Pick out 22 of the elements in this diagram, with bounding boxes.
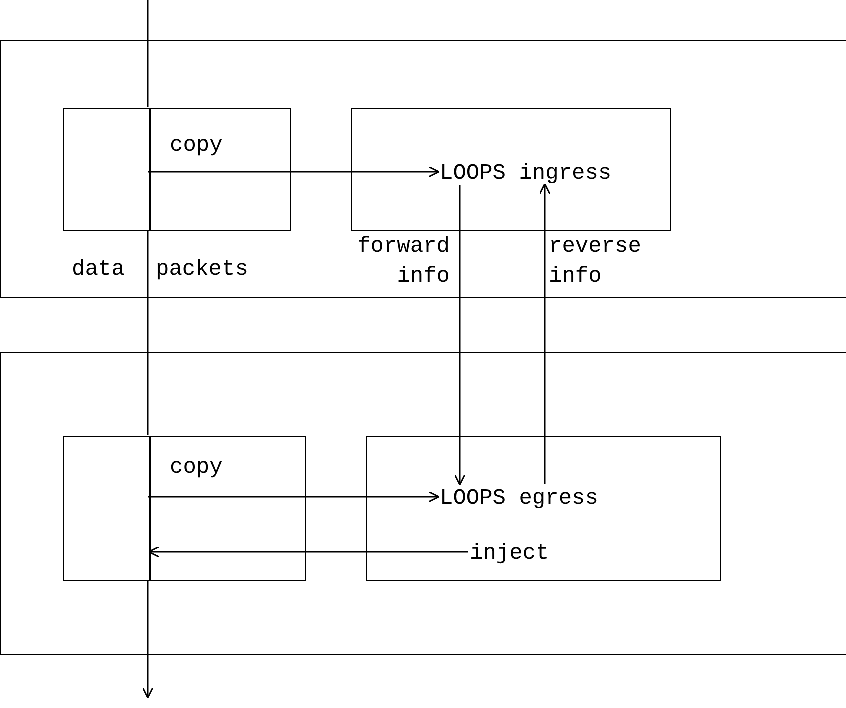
connector-line — [147, 230, 149, 435]
arrow — [142, 580, 154, 699]
connector-line — [147, 0, 149, 107]
component-label: LOOPS egress — [440, 486, 602, 512]
box-caption: packets — [156, 257, 248, 283]
box-title: copy — [170, 455, 223, 481]
edge-label: forward info — [356, 233, 450, 291]
component-label: inject — [470, 541, 552, 567]
component-label: LOOPS ingress — [440, 161, 616, 187]
component-box — [366, 436, 721, 581]
arrow — [539, 183, 551, 484]
edge-label: reverse info — [549, 233, 642, 291]
system-frame — [0, 352, 846, 655]
box-title: copy — [170, 133, 223, 159]
component-box — [351, 108, 671, 231]
arrow — [148, 491, 440, 503]
copy-box — [63, 436, 306, 581]
system-frame — [0, 40, 846, 298]
arrow — [454, 185, 466, 486]
arrow — [148, 166, 440, 178]
arrow — [148, 546, 468, 558]
box-caption: data — [72, 257, 125, 283]
